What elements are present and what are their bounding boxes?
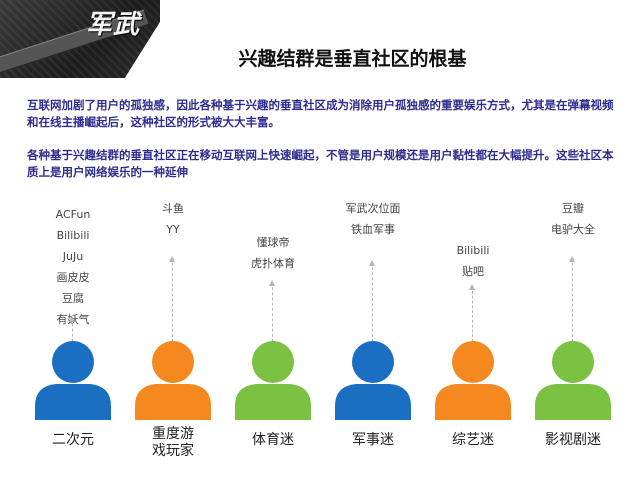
user-icon xyxy=(235,341,311,420)
platform-label: 斗鱼 xyxy=(162,202,184,215)
platform-label: 画皮皮 xyxy=(56,271,90,284)
user-icon-body xyxy=(235,384,311,420)
platform-label: ACFun xyxy=(55,208,91,221)
group-name-line: 影视剧迷 xyxy=(545,432,601,448)
group-name-line: 二次元 xyxy=(52,432,94,448)
platform-label: JuJu xyxy=(62,250,84,263)
dashed-arrow-icon xyxy=(269,280,275,342)
group-name: 军事迷 xyxy=(328,432,418,449)
platform-list: 斗鱼 YY xyxy=(128,198,218,240)
platform-label: 豆腐 xyxy=(62,292,84,305)
dashed-arrow-icon xyxy=(369,260,375,342)
user-icon-head xyxy=(252,341,294,383)
header-banner: 军武 xyxy=(0,0,160,78)
platform-list: 豆瓣电驴大全 xyxy=(528,198,618,240)
platform-label: YY xyxy=(166,223,180,236)
user-icon xyxy=(535,341,611,420)
user-icon xyxy=(435,341,511,420)
group-name: 综艺迷 xyxy=(428,432,518,449)
dashed-arrow-icon xyxy=(69,316,75,342)
user-icon-body xyxy=(35,384,111,420)
platform-label: Bilibili xyxy=(56,229,90,242)
user-icon-head xyxy=(452,341,494,383)
group-name-line: 体育迷 xyxy=(252,432,294,448)
user-icon xyxy=(35,341,111,420)
group-column: 军武次位面铁血军事军事迷 xyxy=(328,0,418,479)
dashed-arrow-icon xyxy=(469,284,475,342)
platform-list: Bilibili 贴吧 xyxy=(428,240,518,282)
group-name-line: 综艺迷 xyxy=(452,432,494,448)
platform-label: 虎扑体育 xyxy=(251,257,295,270)
intro-paragraph: 互联网加剧了用户的孤独感，因此各种基于兴趣的垂直社区成为消除用户孤独感的重要娱乐… xyxy=(27,98,614,129)
platform-label: 电驴大全 xyxy=(551,223,595,236)
user-icon-body xyxy=(435,384,511,420)
user-icon-body xyxy=(535,384,611,420)
user-icon-head xyxy=(552,341,594,383)
summary-paragraph: 各种基于兴趣结群的垂直社区正在移动互联网上快速崛起，不管是用户规模还是用户黏性都… xyxy=(27,148,614,179)
user-icon-head xyxy=(152,341,194,383)
user-icon xyxy=(135,341,211,420)
dashed-arrow-icon xyxy=(169,256,175,342)
group-column: 懂球帝虎扑体育体育迷 xyxy=(228,0,318,479)
platform-label: 豆瓣 xyxy=(562,202,584,215)
user-icon xyxy=(335,341,411,420)
user-icon-head xyxy=(52,341,94,383)
platform-label: Bilibili xyxy=(456,244,490,257)
user-icon-body xyxy=(335,384,411,420)
page-title: 兴趣结群是垂直社区的根基 xyxy=(238,48,467,70)
group-name-line: 戏玩家 xyxy=(152,443,194,459)
group-name-line: 重度游 xyxy=(152,426,194,442)
brand-logo: 军武 xyxy=(86,10,141,40)
user-icon-body xyxy=(135,384,211,420)
platform-list: 军武次位面铁血军事 xyxy=(328,198,418,240)
group-column: Bilibili 贴吧综艺迷 xyxy=(428,0,518,479)
group-name: 二次元 xyxy=(28,432,118,449)
group-column: 豆瓣电驴大全影视剧迷 xyxy=(528,0,618,479)
platform-list: 懂球帝虎扑体育 xyxy=(228,232,318,274)
user-icon-head xyxy=(352,341,394,383)
platform-label: 铁血军事 xyxy=(351,223,395,236)
group-column: 斗鱼 YY 重度游戏玩家 xyxy=(128,0,218,479)
platform-label: 懂球帝 xyxy=(256,236,290,249)
group-name: 体育迷 xyxy=(228,432,318,449)
group-name-line: 军事迷 xyxy=(352,432,394,448)
platform-label: 贴吧 xyxy=(462,265,484,278)
platform-label: 军武次位面 xyxy=(345,202,401,215)
group-name: 影视剧迷 xyxy=(528,432,618,449)
dashed-arrow-icon xyxy=(569,256,575,342)
group-name: 重度游戏玩家 xyxy=(128,426,218,460)
